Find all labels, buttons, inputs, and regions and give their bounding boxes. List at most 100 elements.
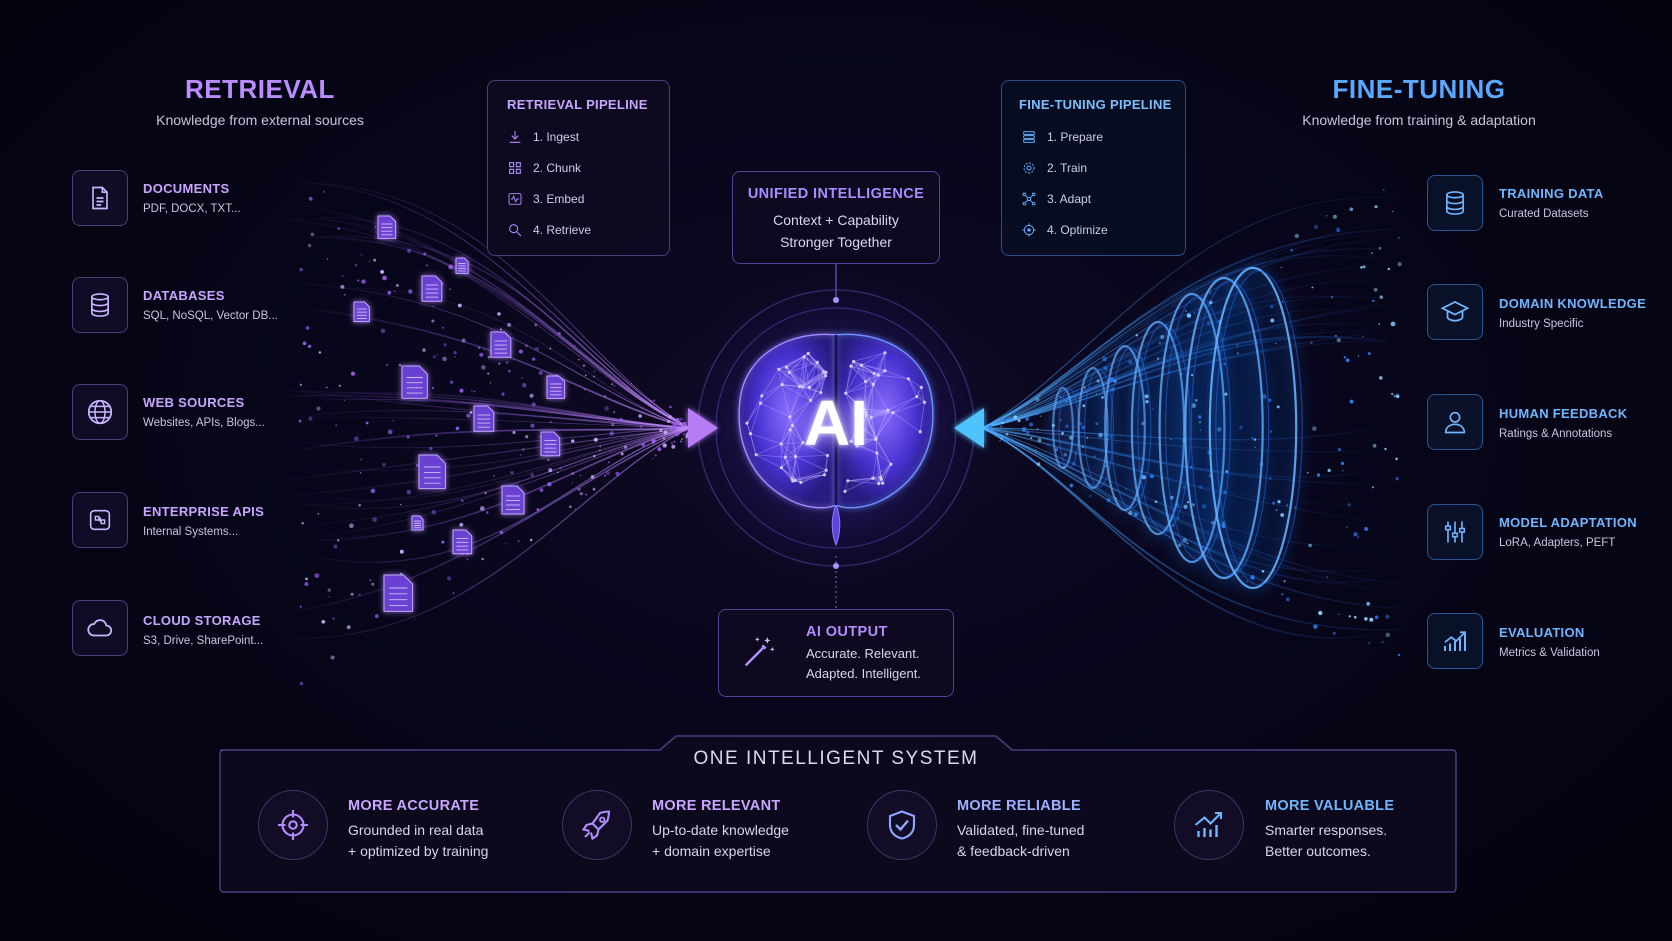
benefit-line2: + optimized by training	[348, 843, 489, 859]
pipeline-step-chunk[interactable]: 2. Chunk	[507, 152, 591, 183]
pipeline-step-train[interactable]: 2. Train	[1021, 152, 1108, 183]
benefit-line1: Up-to-date knowledge	[652, 822, 789, 838]
benefit-title: MORE RELIABLE	[957, 798, 1081, 814]
finetuning-title: FINE-TUNING	[1332, 74, 1506, 104]
ai-output-line1: Accurate. Relevant.	[806, 646, 920, 661]
source-training-data[interactable]	[1427, 175, 1483, 231]
benefit-line2: & feedback-driven	[957, 843, 1070, 859]
source-documents[interactable]	[72, 170, 128, 226]
step-label: 2. Chunk	[533, 160, 582, 175]
crosshair-icon	[278, 810, 308, 840]
source-desc: Industry Specific	[1499, 318, 1584, 330]
source-label: MODEL ADAPTATION	[1499, 515, 1637, 530]
ai-output-panel: AI OUTPUT Accurate. Relevant. Adapted. I…	[718, 609, 954, 697]
source-desc: LoRA, Adapters, PEFT	[1499, 537, 1616, 549]
unified-line1: Context + Capability	[773, 212, 899, 228]
benefit-title: MORE ACCURATE	[348, 798, 480, 814]
benefit-text: Validated, fine-tuned & feedback-driven	[957, 820, 1084, 862]
network-icon	[1022, 192, 1036, 205]
retrieval-title: RETRIEVAL	[185, 74, 335, 104]
pipeline-step-ingest[interactable]: 1. Ingest	[507, 121, 591, 152]
source-label: EVALUATION	[1499, 625, 1585, 640]
benefit-reliable-badge	[867, 790, 937, 860]
benefit-text: Up-to-date knowledge + domain expertise	[652, 820, 789, 862]
benefit-line1: Smarter responses.	[1265, 822, 1388, 838]
pipeline-step-retrieve[interactable]: 4. Retrieve	[507, 214, 591, 245]
pipeline-step-optimize[interactable]: 4. Optimize	[1021, 214, 1108, 245]
shield-check-icon	[888, 810, 916, 840]
step-label: 3. Adapt	[1047, 191, 1092, 206]
retrieval-pipeline-panel: RETRIEVAL PIPELINE 1. Ingest 2. Chunk 3.…	[487, 80, 670, 256]
document-icon	[92, 186, 108, 210]
pipeline-step-adapt[interactable]: 3. Adapt	[1021, 183, 1108, 214]
sliders-icon	[1444, 521, 1466, 543]
grid-icon	[509, 161, 521, 174]
retrieval-pipeline-title: RETRIEVAL PIPELINE	[507, 97, 648, 112]
database-icon	[91, 293, 109, 317]
gear-icon	[1023, 162, 1035, 173]
source-label: DOCUMENTS	[143, 181, 230, 196]
source-desc: Internal Systems...	[143, 526, 239, 538]
finetuning-subtitle: Knowledge from training & adaptation	[1302, 112, 1536, 128]
floating-documents	[353, 215, 566, 612]
finetuning-pipeline-title: FINE-TUNING PIPELINE	[1019, 97, 1172, 112]
api-icon	[89, 509, 111, 531]
ai-output-title: AI OUTPUT	[806, 624, 888, 640]
benefit-relevant-badge	[562, 790, 632, 860]
benefit-accurate-badge	[258, 790, 328, 860]
retrieval-stream	[285, 182, 691, 686]
step-label: 2. Train	[1047, 160, 1088, 175]
retrieval-arrow-icon	[688, 408, 718, 448]
source-databases[interactable]	[72, 277, 128, 333]
unified-line2: Stronger Together	[780, 234, 892, 250]
download-icon	[509, 130, 521, 143]
system-title: ONE INTELLIGENT SYSTEM	[693, 748, 979, 769]
step-label: 1. Prepare	[1047, 129, 1104, 144]
source-label: ENTERPRISE APIS	[143, 504, 265, 519]
trend-chart-icon	[1194, 811, 1223, 837]
benefit-line1: Validated, fine-tuned	[957, 822, 1085, 838]
ai-output-line2: Adapted. Intelligent.	[806, 666, 921, 681]
benefit-valuable-badge	[1174, 790, 1244, 860]
benefit-title: MORE RELEVANT	[652, 798, 781, 814]
source-enterprise-apis[interactable]	[72, 492, 128, 548]
rocket-icon	[581, 810, 611, 841]
source-domain-knowledge[interactable]	[1427, 284, 1483, 340]
person-icon	[1444, 411, 1466, 434]
pipeline-step-prepare[interactable]: 1. Prepare	[1021, 121, 1108, 152]
benefit-text: Grounded in real data + optimized by tra…	[348, 820, 488, 862]
magic-wand-icon	[744, 637, 775, 667]
source-desc: Websites, APIs, Blogs...	[143, 417, 265, 429]
unified-title: UNIFIED INTELLIGENCE	[747, 186, 925, 202]
source-desc: SQL, NoSQL, Vector DB...	[143, 310, 278, 322]
source-label: HUMAN FEEDBACK	[1499, 406, 1628, 421]
source-model-adaptation[interactable]	[1427, 504, 1483, 560]
benefit-line1: Grounded in real data	[348, 822, 484, 838]
cloud-icon	[87, 619, 113, 637]
pipeline-step-embed[interactable]: 3. Embed	[507, 183, 591, 214]
graduation-cap-icon	[1440, 301, 1470, 322]
source-human-feedback[interactable]	[1427, 394, 1483, 450]
source-label: DOMAIN KNOWLEDGE	[1499, 296, 1647, 311]
finetuning-rings	[1050, 265, 1303, 591]
source-desc: Metrics & Validation	[1499, 647, 1600, 659]
step-label: 3. Embed	[533, 191, 585, 206]
step-label: 4. Retrieve	[533, 222, 592, 237]
finetuning-arrow-icon	[954, 408, 984, 448]
layers-icon	[1023, 130, 1035, 143]
waveform-icon	[508, 192, 522, 205]
finetuning-pipeline-panel: FINE-TUNING PIPELINE 1. Prepare 2. Train…	[1001, 80, 1186, 256]
source-web[interactable]	[72, 384, 128, 440]
source-cloud-storage[interactable]	[72, 600, 128, 656]
benefit-line2: Better outcomes.	[1265, 843, 1371, 859]
source-evaluation[interactable]	[1427, 613, 1483, 669]
retrieval-subtitle: Knowledge from external sources	[156, 112, 364, 128]
benefit-line2: + domain expertise	[652, 843, 771, 859]
growth-chart-icon	[1444, 631, 1466, 651]
source-desc: PDF, DOCX, TXT...	[143, 203, 241, 215]
ai-brain-core	[676, 268, 996, 588]
source-label: WEB SOURCES	[143, 395, 245, 410]
step-label: 4. Optimize	[1047, 222, 1108, 237]
source-label: TRAINING DATA	[1499, 186, 1604, 201]
